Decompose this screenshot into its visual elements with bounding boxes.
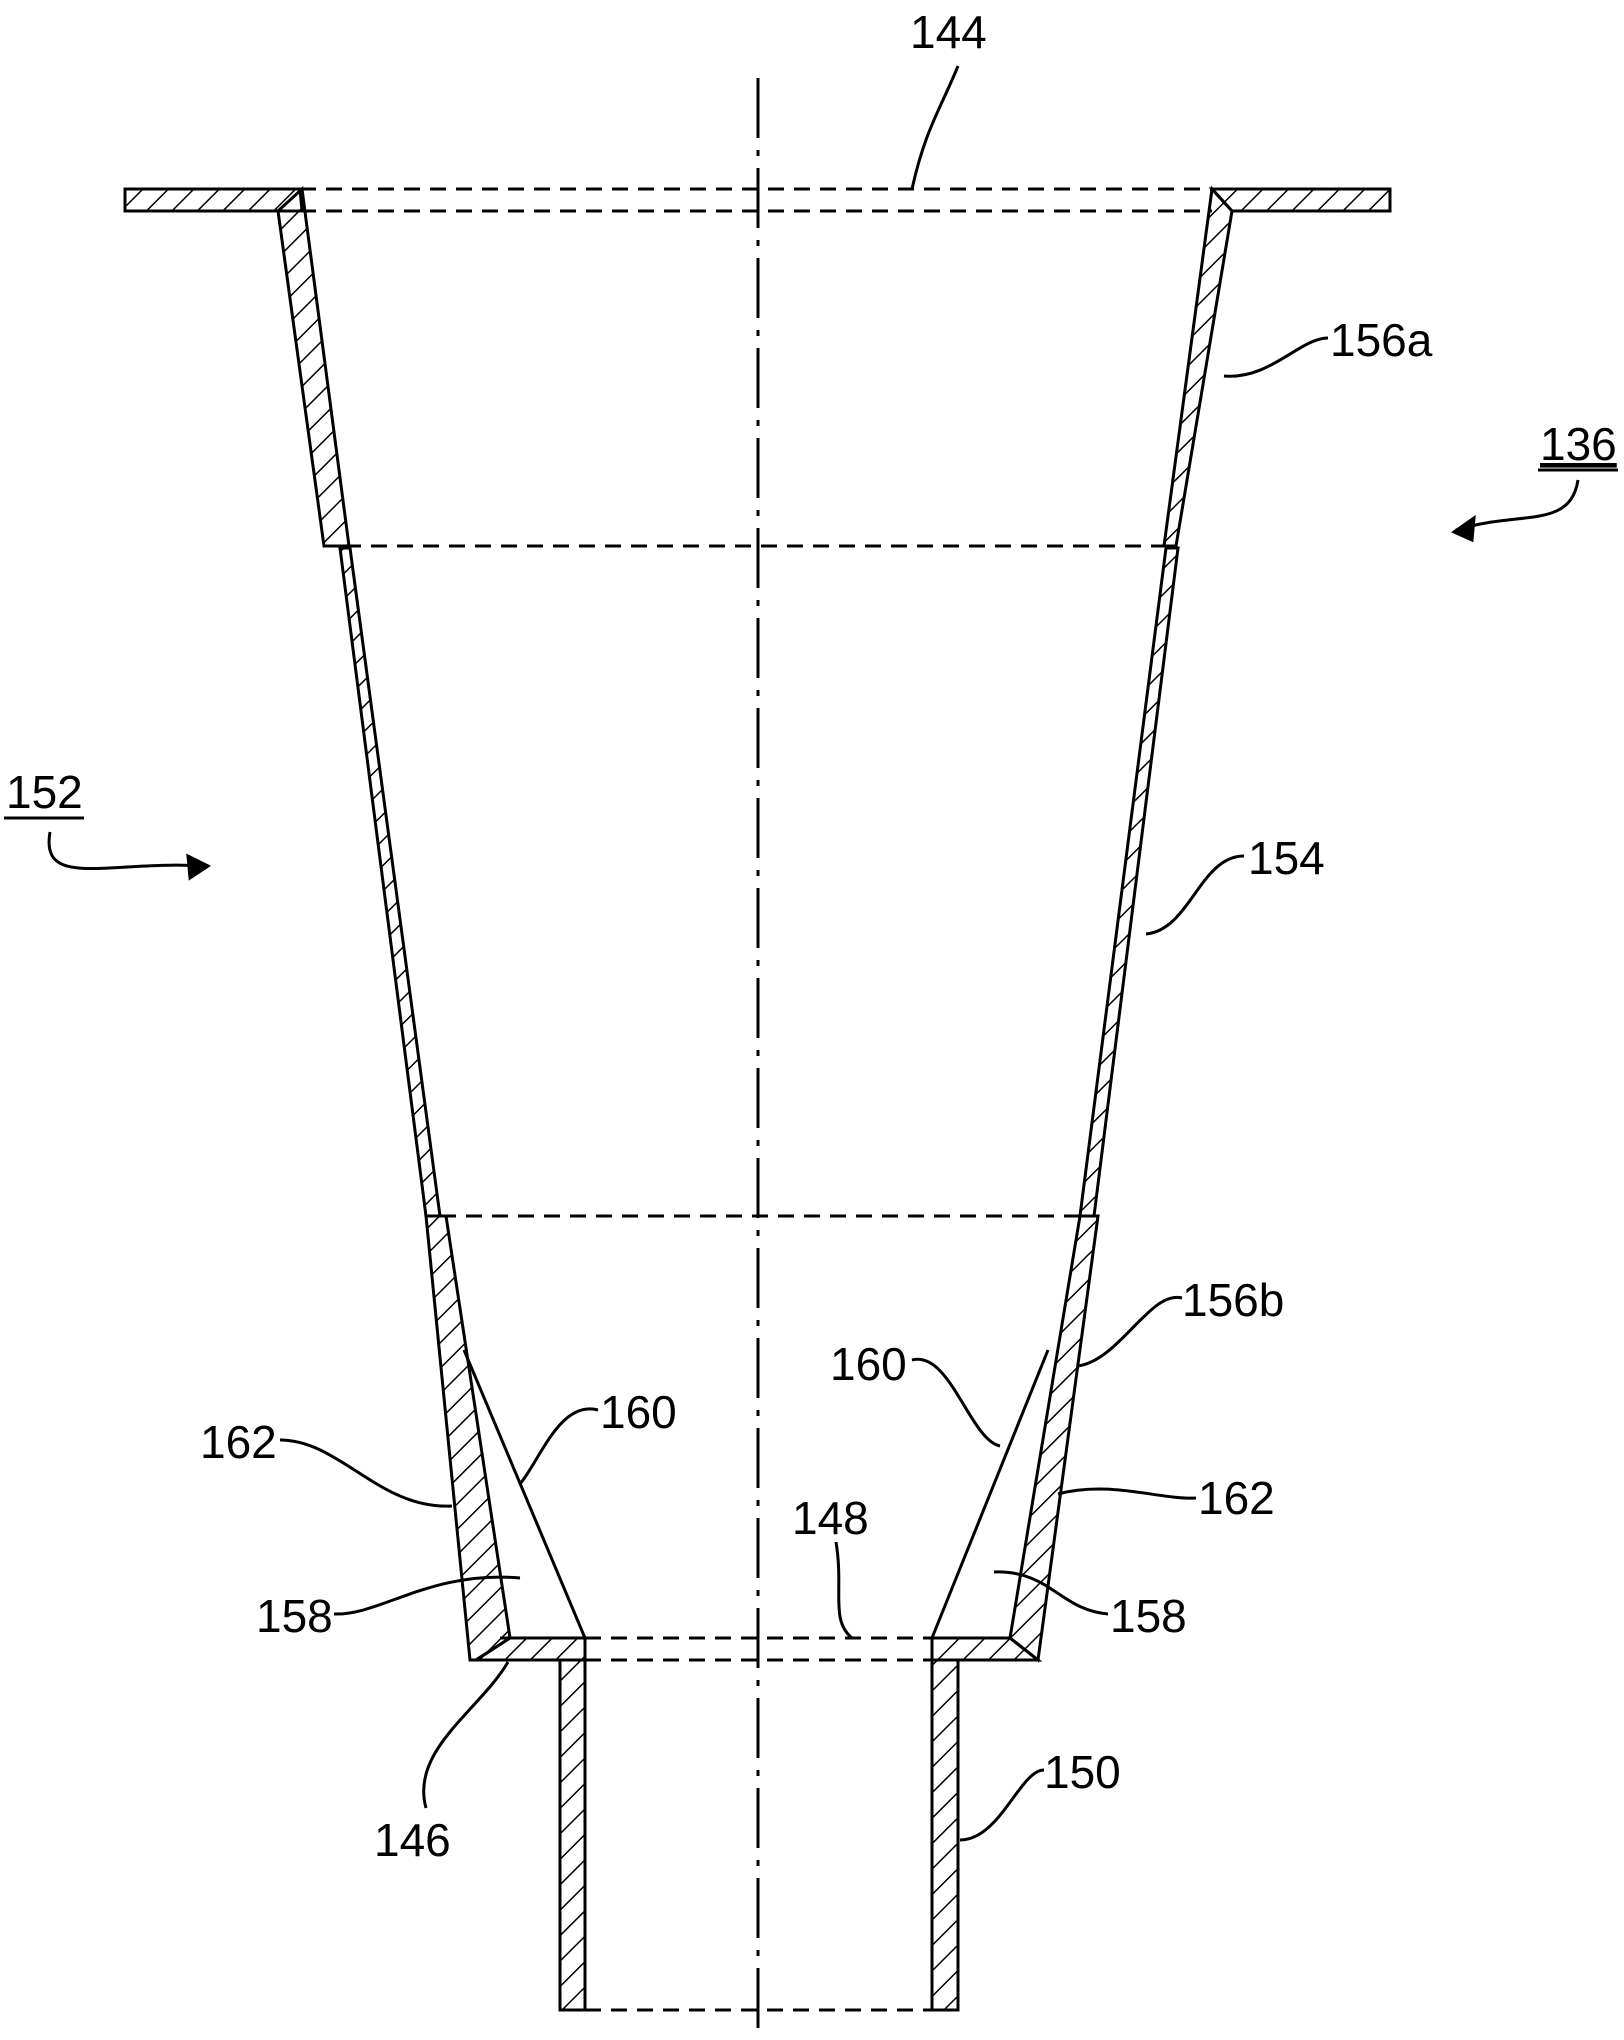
funnel-walls <box>123 185 1392 2012</box>
label-160-left-side: 160 <box>600 1386 677 1438</box>
label-156b: 156b <box>1182 1274 1284 1326</box>
label-158-right: 158 <box>1110 1590 1187 1642</box>
right-outlet-wall <box>930 1658 960 2012</box>
arrow-136-head <box>1450 514 1476 543</box>
leader-158-left <box>333 1575 521 1616</box>
left-lower-wall-156b <box>424 1214 512 1662</box>
leader-156b <box>1077 1295 1183 1368</box>
leader-158-right <box>993 1570 1109 1616</box>
left-top-flange <box>123 187 304 213</box>
label-158-left: 158 <box>256 1590 333 1642</box>
left-upper-wall-156a <box>276 185 351 548</box>
leader-lines <box>47 65 1580 1842</box>
label-136: 136 <box>1540 418 1617 470</box>
label-150: 150 <box>1044 1746 1121 1798</box>
right-insert-158 <box>929 1349 1050 1640</box>
leader-146 <box>422 1661 510 1809</box>
right-middle-wall-154 <box>1078 546 1180 1218</box>
leader-156a <box>1223 336 1329 378</box>
left-insert-158 <box>462 1349 588 1640</box>
leader-154 <box>1145 854 1245 936</box>
right-lower-wall-156b <box>1008 1214 1100 1663</box>
label-152: 152 <box>6 766 83 818</box>
right-upper-wall-156a <box>1162 185 1234 548</box>
label-162-right: 162 <box>1198 1472 1275 1524</box>
leader-162-left <box>279 1438 453 1508</box>
arrow-136 <box>1455 479 1580 532</box>
leader-160-right <box>911 1357 1001 1448</box>
arrow-152-head <box>186 853 211 881</box>
label-154: 154 <box>1248 832 1325 884</box>
label-162-left: 162 <box>200 1416 277 1468</box>
label-146: 146 <box>374 1814 451 1866</box>
left-middle-wall-154 <box>338 546 442 1218</box>
label-156a: 156a <box>1330 314 1433 366</box>
right-top-flange <box>1208 187 1392 213</box>
left-outlet-wall <box>558 1658 587 2012</box>
leader-162-right <box>1057 1487 1197 1500</box>
dashed-section-lines <box>300 187 1212 2012</box>
leader-144 <box>910 65 960 190</box>
arrow-152 <box>47 831 205 870</box>
label-144: 144 <box>910 6 987 58</box>
leader-148 <box>834 1541 854 1640</box>
label-160-right-side: 160 <box>830 1338 907 1390</box>
leader-150 <box>959 1768 1045 1842</box>
reference-labels: 144 156a 136 152 154 156b 160 160 162 14… <box>4 6 1618 1866</box>
inner-inserts <box>462 1349 1050 1640</box>
leader-160-left <box>518 1407 599 1485</box>
label-148: 148 <box>792 1492 869 1544</box>
